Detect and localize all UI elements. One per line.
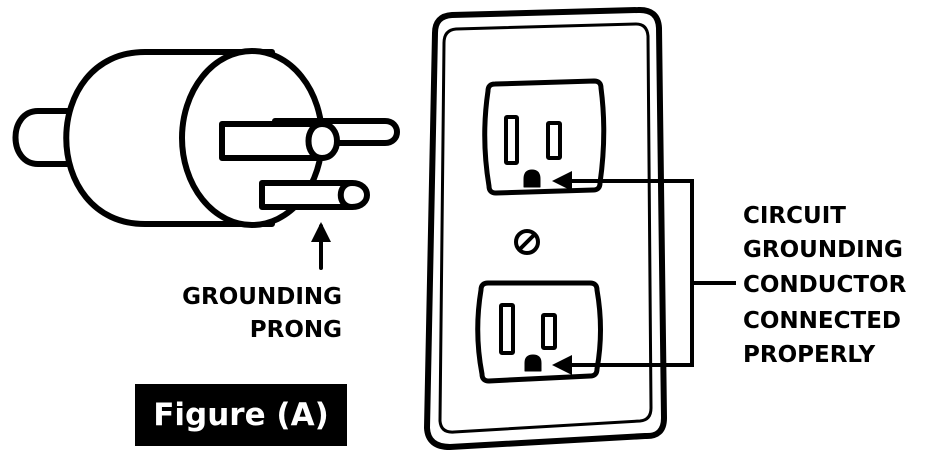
circuit-label-line-3: CONDUCTOR (743, 272, 907, 298)
receptacle-upper (482, 78, 607, 196)
grounding-connector-lines (552, 171, 736, 375)
circuit-label-line-5: PROPERLY (743, 342, 875, 368)
upper-ground-hole (523, 169, 541, 188)
lower-slot-right (541, 313, 557, 350)
prong-label-line-2: PRONG (250, 317, 342, 343)
plug-front-blade (219, 121, 340, 161)
connector-upper (552, 171, 694, 283)
grounding-prong-label: GROUNDING PRONG (182, 284, 342, 343)
circuit-label-line-1: CIRCUIT (743, 203, 846, 229)
figure-caption-background (135, 384, 347, 446)
upper-slot-left (504, 115, 519, 165)
figure-caption: Figure (A) (135, 384, 347, 446)
circuit-label-line-2: GROUNDING (743, 237, 903, 263)
figure-caption-text: Figure (A) (153, 397, 329, 433)
lower-ground-hole (524, 354, 542, 372)
circuit-grounding-label: CIRCUIT GROUNDING CONDUCTOR CONNECTED PR… (743, 203, 907, 368)
circuit-label-line-4: CONNECTED (743, 308, 901, 334)
prong-label-line-1: GROUNDING (182, 284, 342, 310)
wall-outlet-illustration (424, 6, 667, 450)
plug-illustration (12, 48, 400, 270)
center-screw (514, 229, 540, 255)
upper-slot-right (546, 121, 562, 160)
lower-slot-left (499, 303, 515, 355)
wall-plate-inner (438, 22, 653, 434)
connector-lower (552, 283, 694, 375)
wall-plate (424, 6, 667, 450)
grounding-prong (259, 180, 370, 210)
